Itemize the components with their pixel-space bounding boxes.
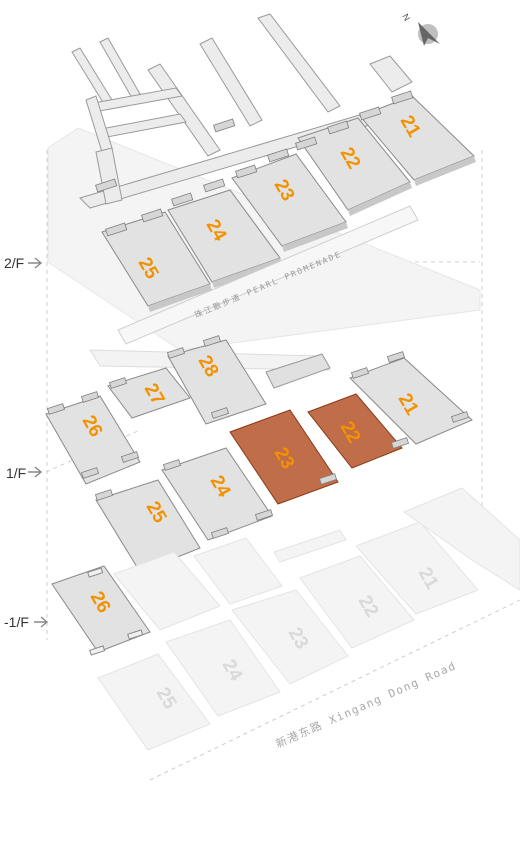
hall-1f-27[interactable]: 27 [107,367,191,419]
floor-b1: 26 [51,565,151,656]
hall-2f-24[interactable]: 24 [167,189,282,288]
hall-1f-28[interactable]: 28 [167,339,267,425]
hall-2f-21[interactable]: 21 [359,95,476,186]
hall-1f-26[interactable]: 26 [45,395,141,485]
hall-1f-23[interactable]: 23 [229,409,339,505]
link-bridge-1f [265,353,331,389]
arrow-right-icon [34,616,49,628]
compass-north-label: N [400,12,412,23]
hall-b1-26[interactable]: 26 [51,565,151,656]
compass-arrow-icon [418,22,440,46]
arrow-right-icon [28,466,43,478]
compass: N [400,12,440,46]
floor-2f-label: 2/F [4,255,24,271]
floor-1f-label: 1/F [6,465,26,481]
hall-2f-23[interactable]: 23 [231,153,348,252]
hall-1f-25[interactable]: 25 [95,479,201,573]
hall-1f-22[interactable]: 22 [307,393,403,469]
entry-stubs-2f [95,90,414,237]
arrow-right-icon [28,257,43,269]
hall-2f-25[interactable]: 25 [101,211,212,312]
hall-1f-24[interactable]: 24 [161,447,273,541]
floor-1f: 26 27 28 25 24 23 22 21 [45,335,473,575]
floor-label-b1: -1/F [4,614,49,630]
hall-1f-21[interactable]: 21 [349,357,473,445]
entry-stubs-1f [46,335,470,575]
floor-2f: 25 24 23 22 21 [47,13,481,351]
floor-label-1f: 1/F [6,465,43,481]
ground-halls-ghost [97,487,520,751]
floor-label-2f: 2/F [4,255,43,271]
floor-b1-label: -1/F [4,614,29,630]
